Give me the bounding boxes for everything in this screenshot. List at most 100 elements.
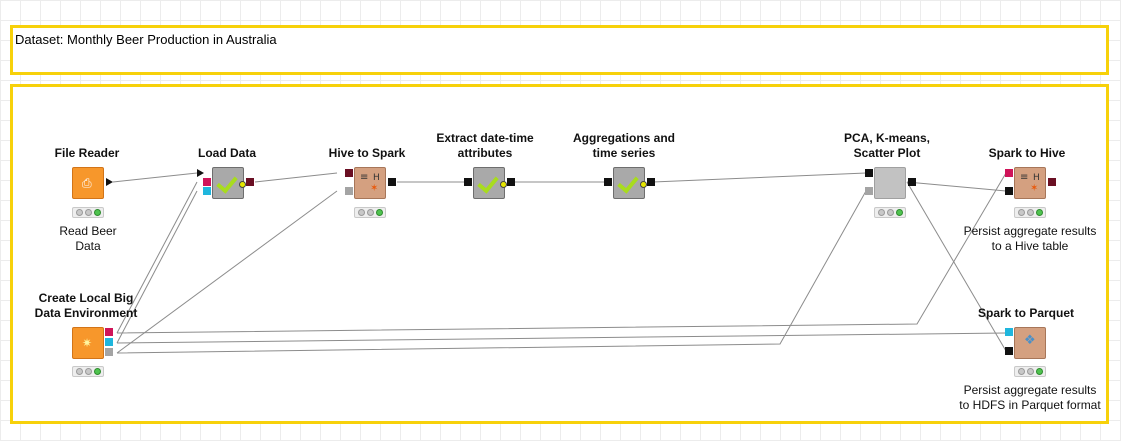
status-traffic-light (72, 207, 104, 218)
status-red-light (76, 209, 83, 216)
input-port[interactable] (345, 187, 353, 195)
output-port[interactable] (1048, 178, 1056, 186)
status-traffic-light (72, 366, 104, 377)
input-port[interactable] (197, 169, 204, 177)
metanode-check-icon (212, 167, 246, 199)
parquet-icon: ❖ (1024, 333, 1036, 348)
check-icon (477, 171, 499, 194)
node-label: Create Local Big Data Environment (35, 291, 138, 321)
node-label: Spark to Hive (988, 146, 1066, 160)
status-yellow-light (1027, 368, 1034, 375)
h-letter-icon: H (373, 173, 380, 183)
output-port[interactable] (908, 178, 916, 186)
output-port[interactable] (105, 338, 113, 346)
h-letter-icon: H (1033, 173, 1040, 183)
status-green-light (896, 209, 903, 216)
metanode-check-icon (473, 167, 507, 199)
description-line: Data (75, 239, 101, 253)
output-port[interactable] (388, 178, 396, 186)
input-port[interactable] (203, 187, 211, 195)
status-red-light (358, 209, 365, 216)
node-label: PCA, K-means, Scatter Plot (844, 131, 930, 161)
connection-pca-sparktohive (906, 181, 1007, 192)
input-port[interactable] (604, 178, 612, 186)
label-line: Aggregations and (572, 131, 676, 145)
node-label: Aggregations and time series (573, 131, 675, 161)
metanode-check-icon (613, 167, 647, 199)
node-description: Read Beer Data (59, 224, 116, 254)
hive-to-spark-icon: ≡ H ✶ (354, 167, 386, 199)
connection-local-loaddata-1 (116, 181, 198, 334)
check-icon (216, 171, 238, 194)
status-red-light (76, 368, 83, 375)
connection-pca-sparktoparquet (906, 181, 1007, 352)
description-line: Persist aggregate results (963, 383, 1097, 397)
output-port[interactable] (105, 348, 113, 356)
status-indicator-icon (640, 181, 647, 188)
connection-local-pca (116, 190, 867, 354)
input-port[interactable] (865, 169, 873, 177)
status-green-light (1036, 368, 1043, 375)
spark-star-icon: ✶ (370, 183, 379, 194)
status-green-light (94, 209, 101, 216)
input-port[interactable] (1005, 347, 1013, 355)
status-indicator-icon (239, 181, 246, 188)
connection-local-hivetospark (116, 190, 338, 354)
label-line: attributes (457, 146, 513, 160)
node-label: Hive to Spark (328, 146, 406, 160)
dataset-annotation[interactable]: Dataset: Monthly Beer Production in Aust… (10, 25, 1109, 75)
connection-filereader-loaddata (112, 172, 198, 183)
status-yellow-light (1027, 209, 1034, 216)
star-burst-icon: ✷ (82, 336, 93, 350)
input-port[interactable] (1005, 187, 1013, 195)
status-green-light (1036, 209, 1043, 216)
connection-loaddata-hivetospark (254, 172, 338, 183)
spark-to-parquet-icon: ❖ (1014, 327, 1046, 359)
node-label: Load Data (197, 146, 257, 160)
hive-icon: ≡ (1020, 172, 1029, 183)
label-line: PCA, K-means, (843, 131, 931, 145)
spark-to-hive-icon: ≡ H ✶ (1014, 167, 1046, 199)
connection-local-sparktoparquet (116, 332, 1007, 344)
node-label: Extract date-time attributes (436, 131, 533, 161)
status-yellow-light (85, 209, 92, 216)
spark-star-icon: ✶ (1030, 183, 1039, 194)
input-port[interactable] (464, 178, 472, 186)
file-reader-icon: ⎙ (72, 167, 104, 199)
status-traffic-light (1014, 207, 1046, 218)
connection-local-loaddata-2 (116, 190, 198, 344)
input-port[interactable] (1005, 328, 1013, 336)
status-traffic-light (354, 207, 386, 218)
description-line: to a Hive table (991, 239, 1069, 253)
input-port[interactable] (1005, 169, 1013, 177)
output-port[interactable] (106, 178, 113, 186)
status-yellow-light (887, 209, 894, 216)
status-yellow-light (367, 209, 374, 216)
output-port[interactable] (105, 328, 113, 336)
status-green-light (94, 368, 101, 375)
status-red-light (1018, 368, 1025, 375)
node-label: File Reader (54, 146, 120, 160)
status-traffic-light (1014, 366, 1046, 377)
hive-icon: ≡ (360, 172, 369, 183)
label-line: Data Environment (34, 306, 138, 320)
status-indicator-icon (500, 181, 507, 188)
status-red-light (1018, 209, 1025, 216)
status-green-light (376, 209, 383, 216)
output-port[interactable] (246, 178, 254, 186)
output-port[interactable] (647, 178, 655, 186)
input-port[interactable] (203, 178, 211, 186)
connection-local-sparktohive (116, 172, 1007, 334)
input-port[interactable] (345, 169, 353, 177)
workflow-annotation[interactable] (10, 84, 1109, 424)
label-line: time series (592, 146, 656, 160)
output-port[interactable] (507, 178, 515, 186)
description-line: Read Beer (59, 224, 117, 238)
status-traffic-light (874, 207, 906, 218)
local-big-data-icon: ✷ (72, 327, 104, 359)
dataset-annotation-text: Dataset: Monthly Beer Production in Aust… (15, 32, 277, 47)
input-port[interactable] (865, 187, 873, 195)
document-arrow-icon: ⎙ (82, 176, 92, 190)
node-label: Spark to Parquet (977, 306, 1075, 320)
